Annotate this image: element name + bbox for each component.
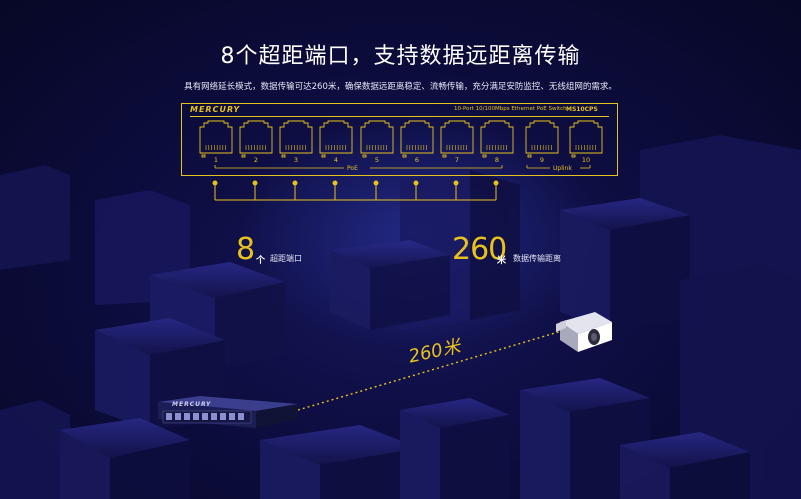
ethernet-port	[239, 120, 273, 154]
mini-switch-device	[158, 396, 298, 428]
camera-device	[556, 312, 612, 352]
ethernet-port	[480, 120, 514, 154]
switch-model: MS10CPS	[566, 106, 598, 113]
ethernet-port	[400, 120, 434, 154]
switch-front-panel: MERCURY 10-Port 10/100Mbps Ethernet PoE …	[181, 103, 618, 176]
ethernet-port	[569, 120, 603, 154]
port-array	[199, 120, 603, 169]
ethernet-port	[440, 120, 474, 154]
switch-brand: MERCURY	[190, 105, 241, 114]
distance-value: 260	[452, 232, 507, 267]
panel-divider	[190, 116, 609, 117]
ethernet-port	[199, 120, 233, 154]
building-bottom	[260, 398, 510, 499]
port-number: 4	[333, 156, 339, 164]
switch-description: 10-Port 10/100Mbps Ethernet PoE Switch	[454, 106, 567, 112]
ethernet-port	[279, 120, 313, 154]
distance-label: 数据传输距离	[513, 254, 561, 263]
port-number: 6	[414, 156, 420, 164]
ethernet-port	[525, 120, 559, 154]
port-number: 7	[454, 156, 460, 164]
port-number: 10	[581, 156, 591, 164]
port-number: 2	[253, 156, 259, 164]
ethernet-port	[319, 120, 353, 154]
cable-line	[297, 329, 566, 411]
building-right	[520, 135, 801, 499]
port-connectors	[212, 180, 499, 201]
port-number: 3	[293, 156, 299, 164]
ethernet-port	[360, 120, 394, 154]
mini-switch-brand: MERCURY	[172, 401, 212, 408]
ports-value: 8	[236, 232, 255, 267]
port-number: 8	[494, 156, 500, 164]
uplink-label: Uplink	[553, 165, 572, 172]
building-center	[330, 170, 520, 330]
port-number: 5	[374, 156, 380, 164]
page-subtitle: 具有网络延长模式，数据传输可达260米，确保数据远距离稳定、流畅传输，充分满足安…	[184, 82, 617, 92]
port-number: 9	[539, 156, 545, 164]
ports-unit: 个	[256, 256, 266, 266]
distance-unit: 米	[497, 256, 507, 266]
page-title: 8个超距端口，支持数据远距离传输	[220, 44, 581, 69]
port-number: 1	[213, 156, 219, 164]
ports-label: 超距端口	[270, 254, 302, 263]
poe-label: PoE	[347, 165, 358, 172]
